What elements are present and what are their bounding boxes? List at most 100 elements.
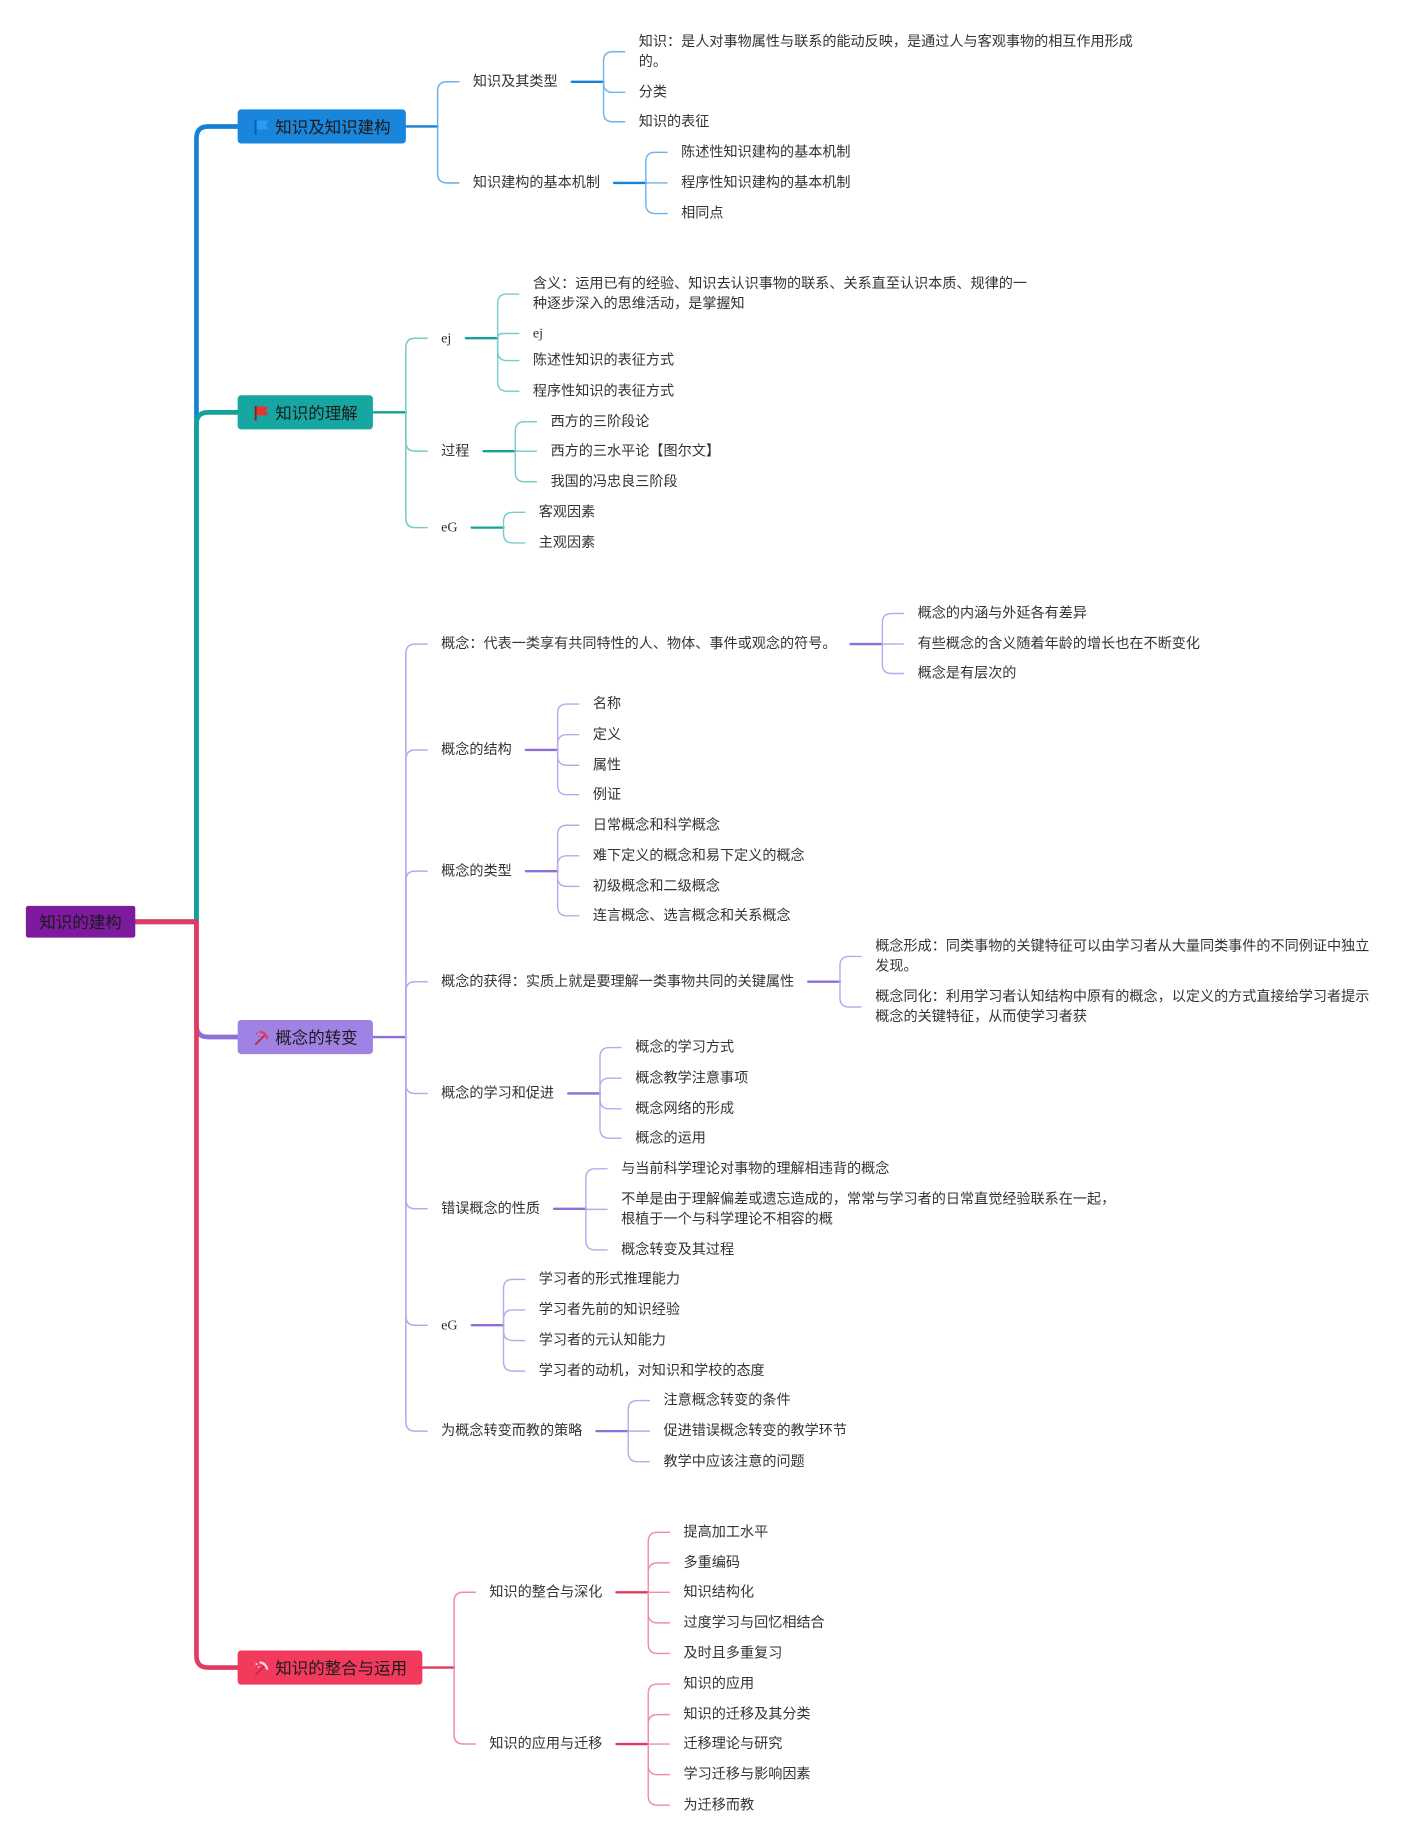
main-topic[interactable]: 知识的理解	[237, 395, 373, 430]
connector-line	[602, 81, 626, 94]
detail-topic[interactable]: 及时且多重复习	[683, 1644, 783, 1661]
subtopic[interactable]: 概念的获得：实质上就是要理解一类事物共同的关键属性	[441, 972, 795, 989]
connector-line	[405, 870, 428, 1038]
detail-topic[interactable]: 有些概念的含义随着年龄的增长也在不断变化	[917, 634, 1200, 652]
detail-topic[interactable]: 属性	[592, 755, 622, 773]
main-topic[interactable]: 知识及知识建构	[237, 109, 406, 144]
subtopic[interactable]: 概念的学习和促进	[441, 1084, 555, 1101]
connector-line	[502, 511, 526, 529]
connector-line	[405, 411, 428, 452]
connector-line	[496, 332, 520, 339]
subtopic[interactable]: 知识的应用与迁移	[489, 1734, 603, 1752]
main-topic[interactable]: 概念的转变	[237, 1019, 373, 1055]
detail-topic[interactable]: 为迁移而教	[683, 1795, 755, 1813]
detail-topic[interactable]: 概念教学注意事项	[635, 1068, 749, 1086]
connector-line	[502, 526, 526, 544]
detail-topic[interactable]: 知识结构化	[683, 1582, 755, 1600]
subtopic[interactable]: 为概念转变而教的策略	[441, 1421, 583, 1439]
detail-topic[interactable]: 知识的表征	[638, 112, 710, 129]
connector-line	[496, 337, 520, 362]
connector-line	[839, 981, 862, 1008]
detail-topic[interactable]: 主观因素	[538, 533, 596, 550]
connector-line	[436, 80, 460, 128]
connector-line	[405, 1036, 428, 1432]
subtopic[interactable]: ej	[441, 328, 452, 346]
detail-topic[interactable]: 概念同化：利用学习者认知结构中原有的概念，以定义的方式直接给学习者提示概念的关键…	[875, 987, 1370, 1025]
detail-topic[interactable]: 定义	[592, 725, 622, 742]
connector-line	[132, 409, 240, 925]
root-topic[interactable]: 知识的建构	[25, 905, 136, 938]
red-flag-icon	[254, 405, 269, 420]
detail-topic[interactable]: 教学中应该注意的问题	[663, 1452, 805, 1469]
subtopic[interactable]: 错误概念的性质	[441, 1199, 540, 1216]
detail-topic[interactable]: 初级概念和二级概念	[592, 877, 720, 894]
connector-line	[132, 919, 240, 1040]
detail-topic[interactable]: 迁移理论与研究	[683, 1734, 783, 1752]
detail-topic[interactable]: 名称	[592, 694, 622, 712]
detail-topic[interactable]: 程序性知识的表征方式	[532, 381, 675, 399]
detail-topic[interactable]: 概念转变及其过程	[621, 1240, 735, 1258]
subtopic[interactable]: 知识建构的基本机制	[472, 173, 600, 190]
tools-icon	[254, 1030, 269, 1045]
main-topic[interactable]: 知识的整合与运用	[237, 1650, 423, 1685]
detail-topic[interactable]: 学习者的元认知能力	[538, 1331, 666, 1348]
detail-topic[interactable]: ej	[532, 324, 544, 341]
detail-topic[interactable]: 提高加工水平	[683, 1522, 769, 1540]
subtopic[interactable]: eG	[441, 1315, 458, 1333]
detail-topic[interactable]: 学习者的形式推理能力	[538, 1269, 680, 1287]
connector-line	[405, 1036, 428, 1327]
connector-line	[647, 1713, 671, 1745]
detail-topic[interactable]: 学习者先前的知识经验	[538, 1300, 680, 1318]
detail-topic[interactable]: 概念的内涵与外延各有差异	[917, 604, 1088, 621]
detail-topic[interactable]: 连言概念、选言概念和关系概念	[592, 906, 791, 923]
detail-topic[interactable]: 知识的迁移及其分类	[683, 1705, 811, 1722]
detail-topic[interactable]: 相同点	[681, 204, 724, 221]
detail-topic[interactable]: 概念的运用	[635, 1128, 706, 1146]
detail-topic[interactable]: 概念的学习方式	[635, 1038, 735, 1055]
subtopic[interactable]: 概念：代表一类享有共同特性的人、物体、事件或观念的符号。	[441, 634, 837, 652]
detail-topic[interactable]: 含义：运用已有的经验、知识去认识事物的联系、关系直至认识本质、规律的一种逐步深入…	[532, 274, 1028, 312]
subtopic[interactable]: 概念的结构	[441, 740, 512, 758]
detail-topic[interactable]: 注意概念转变的条件	[663, 1391, 791, 1408]
detail-topic[interactable]: 概念网络的形成	[635, 1099, 735, 1116]
connector-line	[627, 1399, 651, 1432]
detail-topic[interactable]: 不单是由于理解偏差或遗忘造成的，常常与学习者的日常直觉经验联系在一起，根植于一个…	[621, 1189, 1116, 1227]
detail-topic[interactable]: 学习迁移与影响因素	[683, 1765, 811, 1782]
detail-topic[interactable]: 例证	[592, 785, 622, 802]
detail-topic[interactable]: 日常概念和科学概念	[592, 815, 720, 833]
connector-line	[556, 870, 580, 888]
subtopic[interactable]: 知识及其类型	[472, 72, 558, 89]
detail-topic[interactable]: 概念形成：同类事物的关键特征可以由学习者从大量同类事件的不同例证中独立发现。	[875, 937, 1370, 974]
subtopic[interactable]: eG	[441, 518, 458, 535]
detail-topic[interactable]: 知识：是人对事物属性与联系的能动反映，是通过人与客观事物的相互作用形成的。	[638, 32, 1133, 69]
subtopic[interactable]: 过程	[441, 441, 470, 459]
detail-topic[interactable]: 难下定义的概念和易下定义的概念	[592, 846, 805, 863]
detail-topic[interactable]: 知识的应用	[683, 1674, 755, 1692]
detail-topic[interactable]: 学习者的动机，对知识和学校的态度	[538, 1361, 765, 1379]
detail-topic[interactable]: 陈述性知识建构的基本机制	[681, 142, 851, 160]
detail-topic[interactable]: 我国的冯忠良三阶段	[550, 472, 678, 489]
subtopic[interactable]: 概念的类型	[441, 861, 512, 879]
connector-line	[647, 1591, 671, 1624]
detail-topic[interactable]: 促进错误概念转变的教学环节	[663, 1421, 848, 1439]
connector-line	[647, 1743, 671, 1776]
detail-topic[interactable]: 过度学习与回忆相结合	[683, 1613, 825, 1630]
detail-topic[interactable]: 分类	[638, 82, 668, 100]
connector-line	[627, 1430, 651, 1463]
detail-topic[interactable]: 陈述性知识的表征方式	[532, 351, 675, 368]
detail-topic[interactable]: 客观因素	[538, 502, 596, 520]
detail-topic[interactable]: 西方的三阶段论	[550, 412, 650, 429]
subtopic[interactable]: 知识的整合与深化	[489, 1582, 603, 1600]
connector-line	[647, 1562, 671, 1593]
detail-topic[interactable]: 程序性知识建构的基本机制	[681, 173, 851, 190]
detail-topic[interactable]: 与当前科学理论对事物的理解相违背的概念	[621, 1159, 890, 1176]
main-topic-label: 知识的理解	[275, 402, 358, 422]
connector-line	[602, 51, 626, 83]
connector-line	[496, 337, 520, 392]
detail-topic[interactable]: 概念是有层次的	[917, 664, 1017, 681]
detail-topic[interactable]: 西方的三水平论【图尔文】	[550, 441, 720, 459]
connector-line	[405, 643, 428, 1038]
connector-line	[602, 81, 626, 123]
main-topic-label: 概念的转变	[275, 1027, 358, 1047]
detail-topic[interactable]: 多重编码	[683, 1553, 740, 1570]
